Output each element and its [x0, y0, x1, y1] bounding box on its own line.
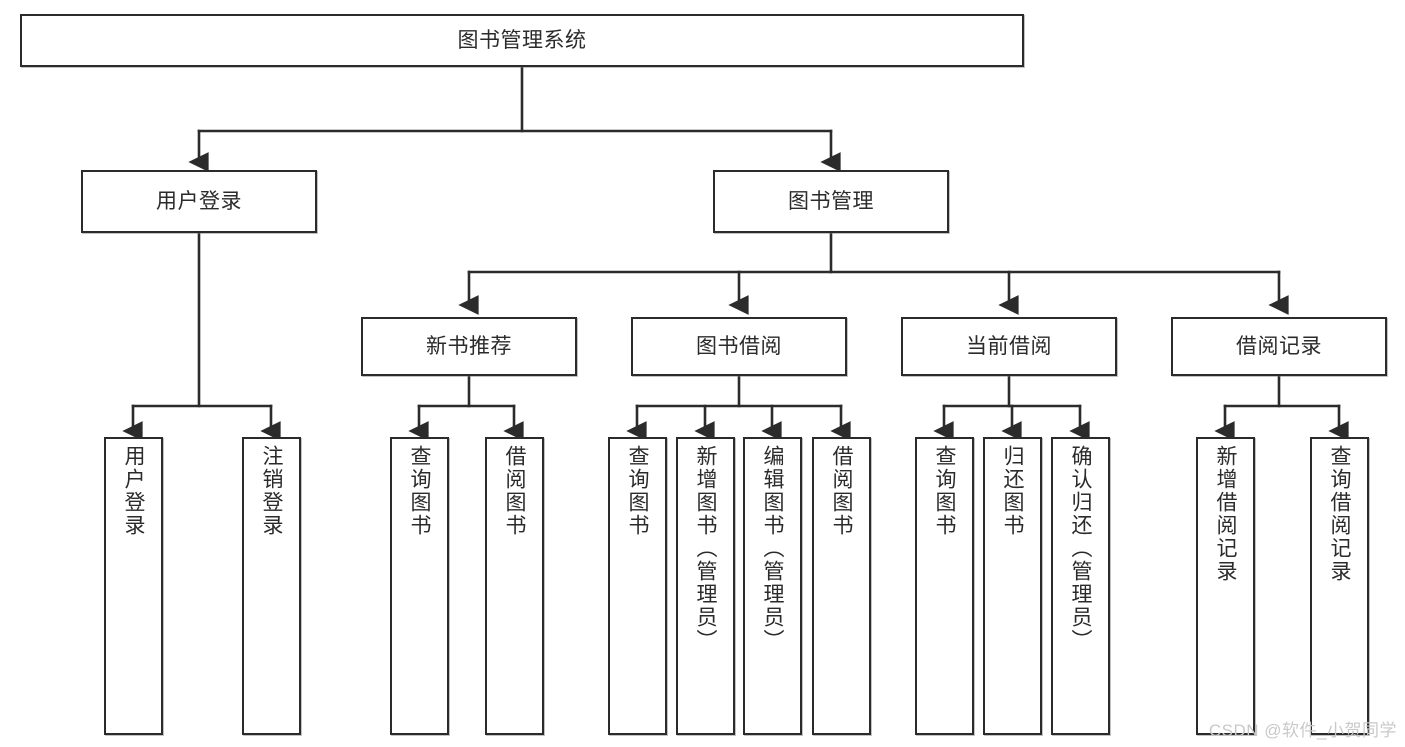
leaf-records-query-record[interactable]: 查询借阅记录: [1310, 437, 1369, 735]
node-root-book-management-system[interactable]: 图书管理系统: [20, 14, 1024, 67]
leaf-current-confirm-return-admin[interactable]: 确认归还（管理员）: [1051, 437, 1110, 735]
node-label: 用户登录: [156, 189, 242, 213]
node-user-login[interactable]: 用户登录: [81, 170, 317, 233]
node-label: 编辑图书（管理员）: [761, 445, 784, 652]
leaf-borrow-add-book-admin[interactable]: 新增图书（管理员）: [676, 437, 735, 735]
leaf-borrow-query-book[interactable]: 查询图书: [608, 437, 667, 735]
leaf-current-query-book[interactable]: 查询图书: [915, 437, 974, 735]
node-label: 归还图书: [1001, 445, 1024, 537]
node-label: 图书借阅: [696, 334, 782, 358]
leaf-user-login-login[interactable]: 用户登录: [104, 437, 163, 735]
node-label: 借阅图书: [830, 445, 853, 537]
node-label: 查询图书: [933, 445, 956, 537]
node-current-borrow[interactable]: 当前借阅: [901, 317, 1117, 376]
leaf-borrow-edit-book-admin[interactable]: 编辑图书（管理员）: [743, 437, 802, 735]
node-book-management[interactable]: 图书管理: [713, 170, 949, 233]
node-label: 新增图书（管理员）: [694, 445, 717, 652]
node-label: 新书推荐: [426, 334, 512, 358]
node-label: 图书管理系统: [457, 28, 587, 52]
node-label: 查询图书: [626, 445, 649, 537]
node-book-borrow[interactable]: 图书借阅: [631, 317, 847, 376]
leaf-user-login-logout[interactable]: 注销登录: [242, 437, 301, 735]
node-label: 查询图书: [408, 445, 431, 537]
node-new-book-recommend[interactable]: 新书推荐: [361, 317, 577, 376]
node-label: 注销登录: [260, 445, 283, 537]
node-borrow-records[interactable]: 借阅记录: [1171, 317, 1387, 376]
node-label: 当前借阅: [966, 334, 1052, 358]
leaf-borrow-borrow-book[interactable]: 借阅图书: [812, 437, 871, 735]
node-label: 用户登录: [122, 445, 145, 537]
leaf-recommend-query-book[interactable]: 查询图书: [390, 437, 449, 735]
csdn-watermark: CSDN @软件_小贺同学: [1208, 721, 1397, 740]
leaf-recommend-borrow-book[interactable]: 借阅图书: [485, 437, 544, 735]
node-label: 查询借阅记录: [1328, 445, 1351, 583]
leaf-current-return-book[interactable]: 归还图书: [983, 437, 1042, 735]
node-label: 图书管理: [788, 189, 874, 213]
leaf-records-add-record[interactable]: 新增借阅记录: [1196, 437, 1255, 735]
node-label: 借阅图书: [503, 445, 526, 537]
node-label: 借阅记录: [1236, 334, 1322, 358]
node-label: 确认归还（管理员）: [1069, 445, 1092, 652]
node-label: 新增借阅记录: [1214, 445, 1237, 583]
